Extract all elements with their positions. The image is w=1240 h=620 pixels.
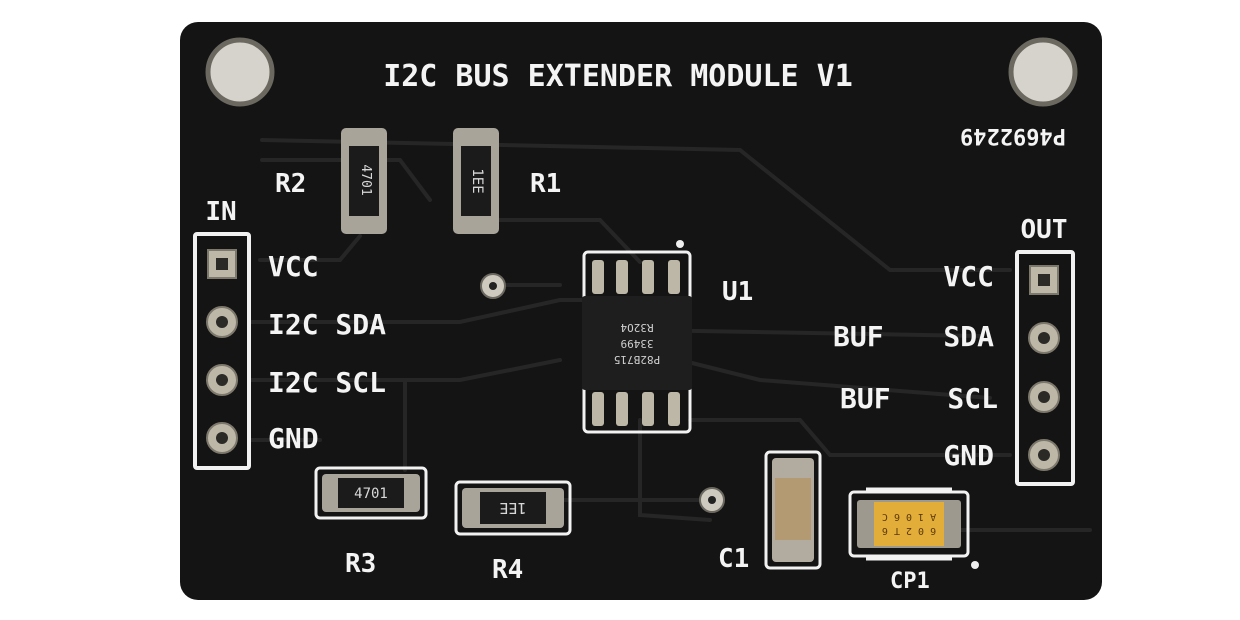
in-pin-4-hole	[216, 432, 228, 444]
c1-outline	[764, 450, 822, 570]
r2-marking: 4701	[358, 164, 373, 195]
u1-marking-1: P82B715	[614, 353, 660, 366]
out-pin-3-hole	[1038, 391, 1050, 403]
part-number: P4692249	[960, 123, 1066, 148]
u1-pin1-dot	[676, 240, 684, 248]
u1-pin	[642, 260, 654, 294]
out-pin-label-gnd: GND	[943, 439, 994, 472]
in-pin-label-scl: I2C SCL	[268, 366, 386, 399]
r2-body	[349, 146, 379, 216]
u1-pin	[592, 260, 604, 294]
u1-marking-3: R32O4	[620, 321, 653, 334]
in-pin-3-hole	[216, 374, 228, 386]
u1-ref-label: U1	[722, 277, 753, 307]
u1-markings: P82B715 33499 R32O4	[614, 321, 660, 366]
ic-u1: P82B715 33499 R32O4	[582, 240, 692, 434]
out-pin-prefix-scl: BUF	[840, 382, 891, 415]
cp1-marking-2: A 1 0 6 C	[882, 511, 936, 522]
mounting-hole-left	[205, 37, 275, 107]
cp1-body	[874, 502, 944, 546]
out-header-outline	[1015, 250, 1075, 486]
resistor-r4: 1EE	[454, 480, 572, 536]
resistor-r1: 1EE	[453, 128, 499, 234]
r3-outline	[314, 466, 428, 520]
u1-body	[582, 296, 692, 390]
u1-pin	[616, 260, 628, 294]
in-pin-2-hole	[216, 316, 228, 328]
capacitor-c1	[764, 450, 822, 570]
u1-pin	[668, 260, 680, 294]
cp1-marking-1: 6 0 2 T 6	[882, 525, 936, 536]
r4-ref-label: R4	[492, 555, 523, 585]
in-pin-label-sda: I2C SDA	[268, 308, 386, 341]
cp1-markings: 6 0 2 T 6 A 1 0 6 C	[882, 511, 936, 536]
out-pin-prefix-sda: BUF	[833, 320, 884, 353]
r4-outline	[454, 480, 572, 536]
via-1-hole	[489, 282, 497, 290]
out-pin-label-sda: SDA	[943, 320, 994, 353]
in-pin-label-vcc: VCC	[268, 250, 319, 283]
r1-body	[461, 146, 491, 216]
out-pin-label-vcc: VCC	[943, 260, 994, 293]
out-pin-2-hole	[1038, 332, 1050, 344]
in-pin-label-gnd: GND	[268, 422, 319, 455]
capacitor-cp1: 6 0 2 T 6 A 1 0 6 C	[848, 487, 979, 569]
in-header-title: IN	[205, 197, 236, 227]
u1-pin	[642, 392, 654, 426]
r4-body	[480, 492, 546, 524]
cp1-polarity-dot	[971, 561, 979, 569]
in-header-outline	[193, 232, 251, 470]
u1-pin	[616, 392, 628, 426]
r3-body	[338, 478, 404, 508]
cp1-ref-label: CP1	[890, 569, 930, 594]
u1-pin	[668, 392, 680, 426]
out-pin-label-scl: SCL	[947, 382, 998, 415]
in-pin-1-hole	[216, 258, 228, 270]
board-title: I2C BUS EXTENDER MODULE V1	[383, 59, 853, 94]
c1-body	[775, 478, 811, 540]
r4-marking: 1EE	[499, 499, 526, 517]
out-pin-1-hole	[1038, 274, 1050, 286]
resistor-r3: 4701	[314, 466, 428, 520]
u1-marking-2: 33499	[620, 337, 653, 350]
c1-ref-label: C1	[718, 544, 749, 574]
in-header-pins	[206, 249, 238, 454]
r1-ref-label: R1	[530, 169, 561, 199]
out-header-pins	[1028, 265, 1060, 471]
resistor-r2: 4701	[341, 128, 387, 234]
u1-pin	[592, 392, 604, 426]
via-2-hole	[708, 496, 716, 504]
r3-marking: 4701	[354, 486, 388, 502]
cp1-outline	[848, 490, 970, 558]
u1-pins	[592, 260, 680, 426]
r3-ref-label: R3	[345, 549, 376, 579]
mounting-hole-right	[1008, 37, 1078, 107]
out-header-title: OUT	[1021, 215, 1068, 245]
r2-ref-label: R2	[275, 169, 306, 199]
r1-marking: 1EE	[469, 168, 485, 193]
out-pin-4-hole	[1038, 449, 1050, 461]
